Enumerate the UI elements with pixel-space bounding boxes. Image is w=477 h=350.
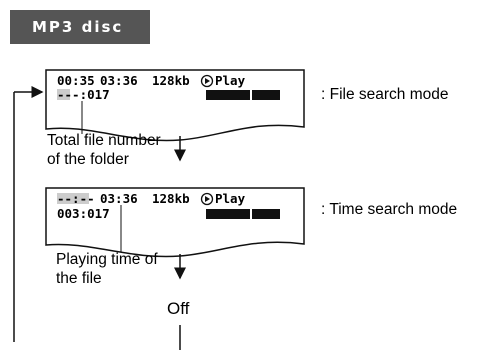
display-status: Play [215, 73, 246, 88]
highlight-block [57, 89, 70, 100]
display-file-number: ---:017 [57, 87, 110, 102]
display-elapsed-time: --:-- [57, 191, 95, 206]
section-title: MP3 disc [32, 18, 124, 36]
callout-total-file-number-line2: of the folder [47, 151, 129, 168]
display-bitrate: 128kb [152, 73, 190, 88]
section-title-badge: MP3 disc [10, 10, 150, 44]
display-status: Play [215, 191, 246, 206]
callout-playing-time-line1: Playing time of [56, 251, 158, 268]
callout-playing-time-line2: the file [56, 270, 102, 287]
mode-label-time-search: : Time search mode [321, 201, 457, 218]
display-total-time: 03:36 [100, 191, 138, 206]
callout-total-file-number-line1: Total file number [47, 132, 161, 149]
display-level-bar [206, 90, 280, 100]
display-total-time: 03:36 [100, 73, 138, 88]
play-circle-icon [200, 192, 214, 206]
mode-label-file-search: : File search mode [321, 86, 449, 103]
play-circle-icon [200, 74, 214, 88]
display-screen-file-search: 00:35 03:36 128kb Play ---:017 [45, 69, 305, 142]
highlight-block [57, 193, 89, 204]
display-elapsed-time: 00:35 [57, 73, 95, 88]
loop-back-arrow [13, 86, 44, 342]
display-screen-time-search: --:-- 03:36 128kb Play 003:017 [45, 187, 305, 258]
display-bitrate: 128kb [152, 191, 190, 206]
final-state-off: Off [167, 299, 190, 318]
display-file-number: 003:017 [57, 206, 110, 221]
display-level-bar [206, 209, 280, 219]
